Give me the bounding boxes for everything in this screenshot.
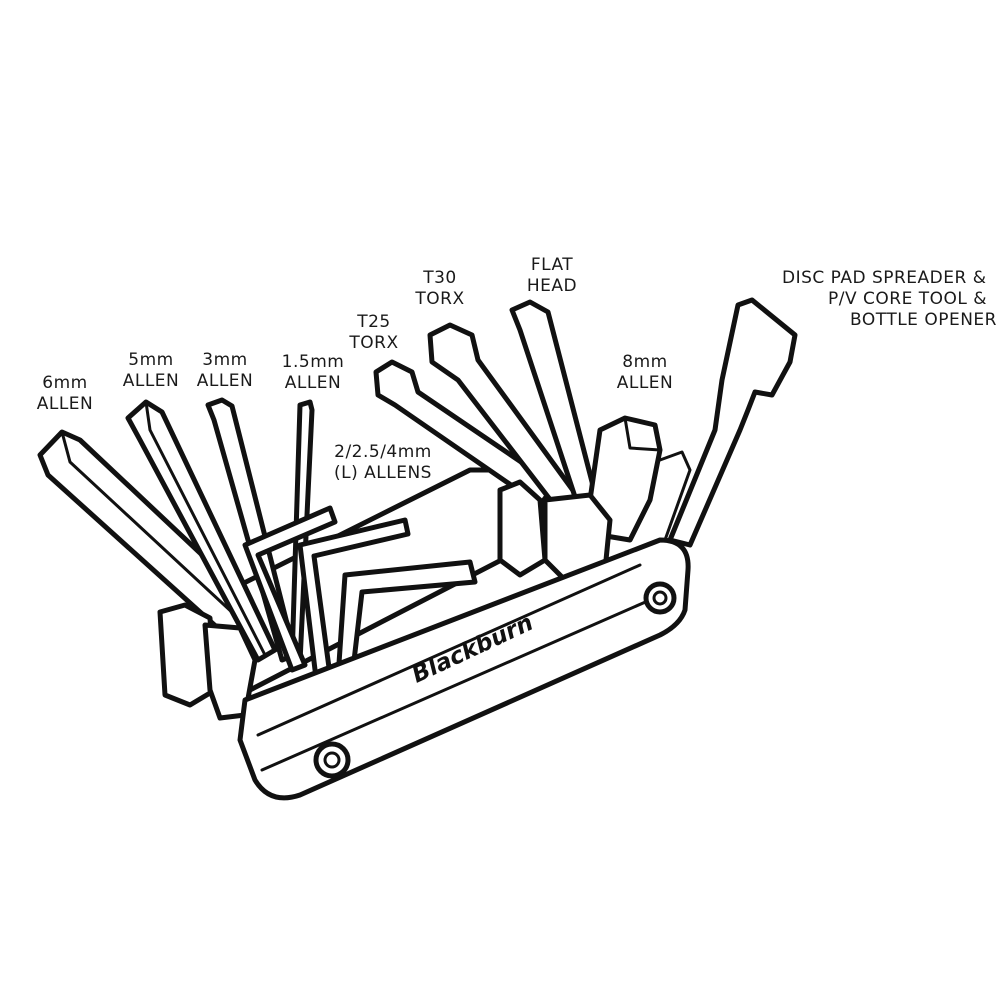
right-hinge bbox=[497, 479, 548, 578]
l-allen-keys bbox=[242, 505, 338, 673]
label-disc-pad-spreader: DISC PAD SPREADER & P/V CORE TOOL & BOTT… bbox=[782, 268, 997, 330]
front-rivet bbox=[313, 741, 351, 779]
rear-rivet bbox=[643, 581, 677, 615]
disc-pad-spreader-tool bbox=[667, 297, 798, 548]
front-body-plate bbox=[237, 537, 691, 801]
label-l-allens: 2/2.5/4mm(L) ALLENS bbox=[334, 442, 432, 483]
